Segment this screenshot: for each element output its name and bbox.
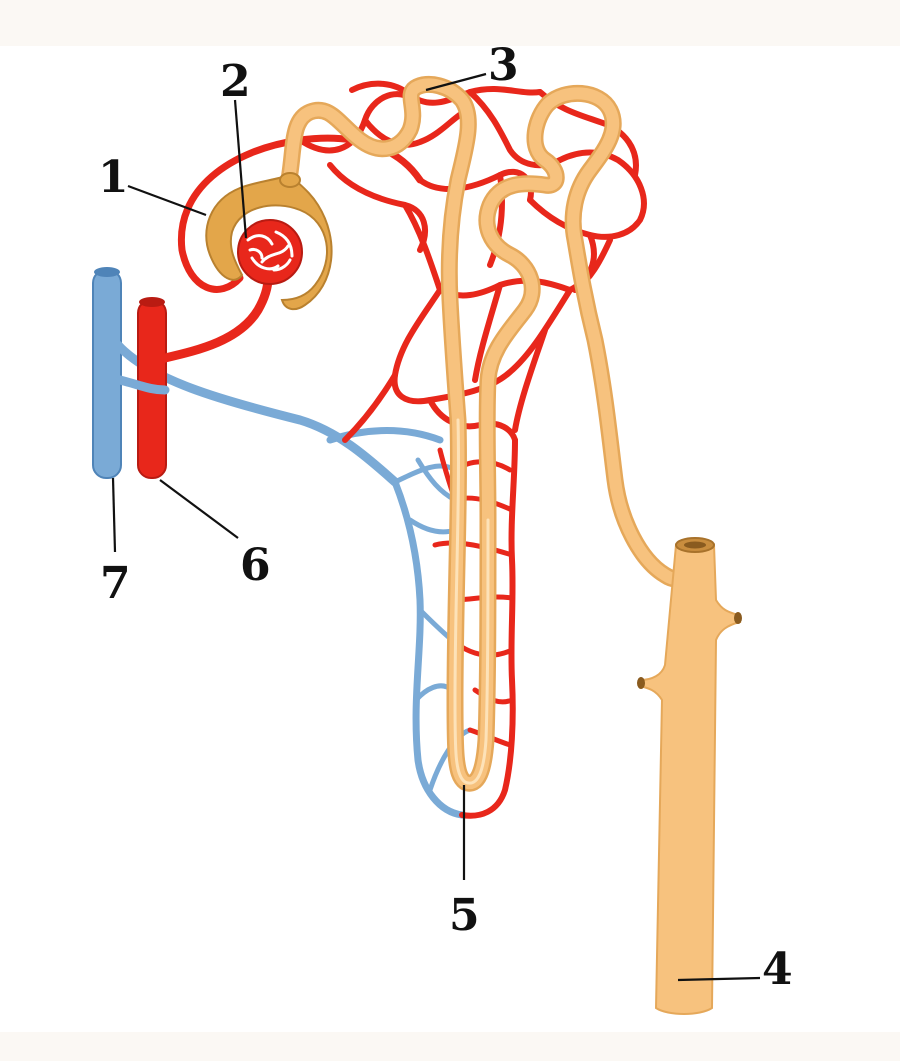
label-6: 6 — [240, 540, 271, 591]
leader-7 — [111, 477, 117, 553]
label-1: 1 — [98, 152, 129, 203]
leader-3 — [425, 72, 487, 92]
vein-connector — [115, 375, 170, 395]
number-labels: 1 2 3 4 5 6 7 — [98, 40, 793, 995]
afferent-arteriole — [160, 273, 273, 363]
bowmans-capsule — [205, 172, 333, 311]
renal-vein — [92, 267, 122, 479]
nephron-tubule — [279, 76, 703, 792]
label-2: 2 — [220, 56, 251, 107]
label-5: 5 — [449, 890, 480, 941]
collecting-duct — [637, 537, 742, 1015]
label-4: 4 — [762, 944, 793, 995]
peritubular-capillaries — [177, 80, 647, 819]
leader-6 — [159, 479, 239, 539]
glomerulus — [237, 219, 303, 285]
peritubular-veins — [113, 340, 473, 819]
label-7: 7 — [100, 558, 131, 609]
leader-lines — [111, 72, 761, 982]
leader-1 — [127, 184, 207, 217]
leader-2 — [233, 99, 248, 239]
leader-4 — [677, 976, 761, 982]
label-3: 3 — [488, 40, 519, 91]
